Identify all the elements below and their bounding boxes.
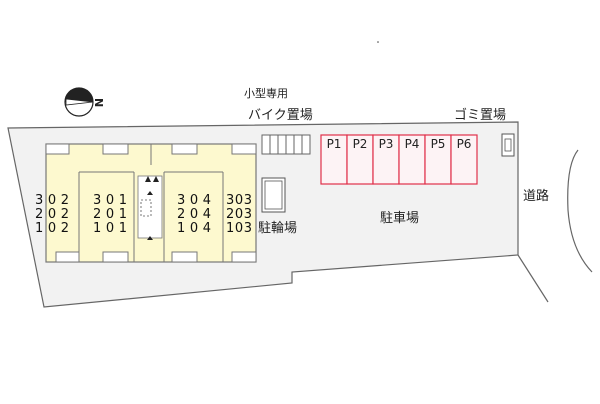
parking-space-label: P2	[353, 137, 368, 151]
road-edge-left	[517, 254, 549, 303]
parking-space-label: P6	[457, 137, 472, 151]
unit-number: 101	[93, 221, 127, 236]
parking-space	[372, 134, 400, 185]
bicycle-parking-inner	[264, 180, 283, 210]
unit-number: 102	[35, 221, 69, 236]
bike-stalls	[261, 134, 311, 155]
bike-parking-label: バイク置場	[248, 108, 313, 123]
parking-space-label: P1	[327, 137, 342, 151]
bicycle-parking-label: 駐輪場	[258, 220, 297, 236]
parking-space	[424, 134, 452, 185]
unit-number: 204	[177, 207, 211, 222]
unit-number: 303	[226, 193, 252, 208]
unit-number: 302	[35, 193, 69, 208]
dot-mark	[377, 41, 379, 43]
unit-number: 304	[177, 193, 211, 208]
parking-area: P1 P2 P3 P4 P5 P6	[320, 134, 478, 185]
bicycle-parking-box	[261, 177, 286, 213]
north-arrow-icon: N	[64, 87, 105, 117]
unit-number: 103	[226, 221, 252, 236]
north-label: N	[92, 98, 105, 107]
unit-number: 301	[93, 193, 127, 208]
parking-space	[346, 134, 374, 185]
garbage-box	[501, 133, 515, 157]
parking-space-label: P4	[405, 137, 420, 151]
parking-space-label: P5	[431, 137, 446, 151]
parking-space	[398, 134, 426, 185]
road-label: 道路	[523, 188, 549, 204]
unit-number: 104	[177, 221, 211, 236]
road-edge-right	[567, 149, 593, 273]
parking-space-label: P3	[379, 137, 394, 151]
small-only-label: 小型専用	[244, 86, 288, 100]
parking-space	[450, 134, 478, 185]
stairwell	[137, 175, 163, 240]
garbage-label: ゴミ置場	[454, 107, 506, 123]
unit-number: 202	[35, 207, 69, 222]
unit-number: 203	[226, 207, 252, 222]
garbage-box-inner	[504, 138, 512, 152]
unit-number: 201	[93, 207, 127, 222]
car-parking-label: 駐車場	[380, 211, 419, 226]
parking-space	[320, 134, 348, 185]
